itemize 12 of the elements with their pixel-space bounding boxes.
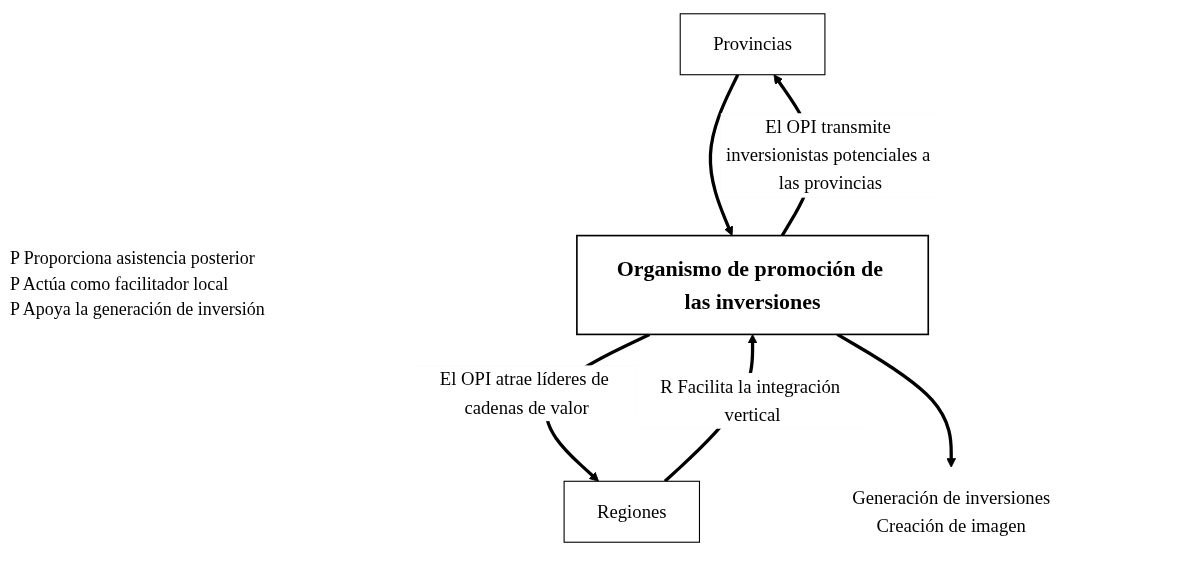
node-box: Regiones	[563, 480, 700, 543]
node-text: Generación de inversiones Creación de imagen	[852, 486, 1051, 536]
edge-label: El OPI atrae líderes de cadenas de valor	[439, 368, 609, 417]
arrow	[836, 332, 957, 468]
edge-label: R Facilita la integración vertical	[660, 375, 841, 425]
arrow	[708, 73, 740, 236]
node-box: Provincias	[679, 12, 826, 75]
note-text: P Apoya la generación de inversión	[10, 298, 266, 322]
edge-label: El OPI transmite inversionistas potenciales a las provincias	[725, 115, 931, 193]
note-text: P Actúa como facilitador local	[10, 272, 230, 296]
note-text: P Proporciona asistencia posterior	[10, 247, 256, 271]
node-box: Organismo de promoción de las inversiones	[576, 234, 930, 335]
